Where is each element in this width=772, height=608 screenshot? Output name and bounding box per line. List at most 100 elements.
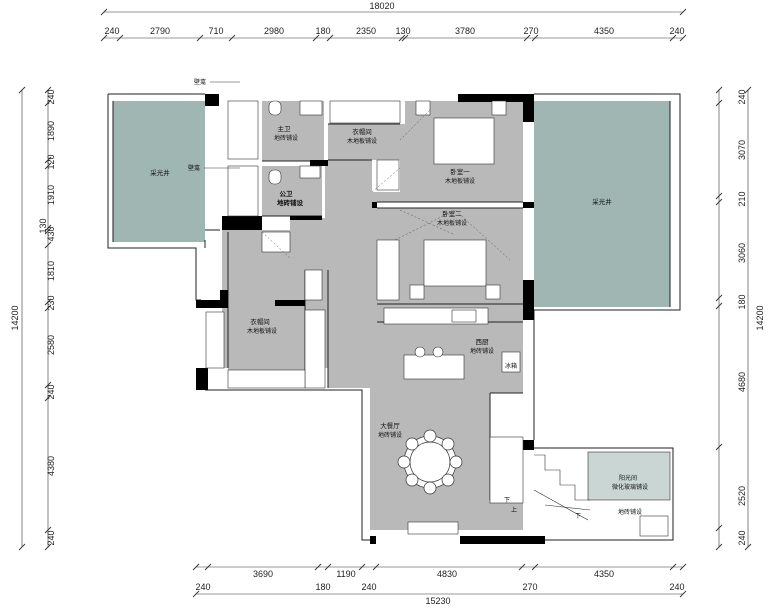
label-light-well-left: 采光井: [150, 168, 170, 177]
door-swings: [261, 109, 511, 261]
column: [523, 440, 534, 450]
dimension-tick: [715, 86, 723, 94]
dim-left-seg: 4380: [46, 456, 56, 476]
dimension-tick: [669, 34, 677, 42]
column: [523, 202, 534, 208]
dimension-tick: [398, 34, 406, 42]
dim-bottom-seg: 240: [361, 582, 376, 592]
label-living-dining-floor: 地砖铺设: [378, 431, 402, 439]
label-master-bath-floor: 地砖铺设: [274, 134, 298, 142]
label-bedroom-two: 卧室二: [442, 209, 462, 218]
dimension-tick: [715, 443, 723, 451]
dimension-tick: [715, 294, 723, 302]
dimension-tick: [44, 543, 52, 551]
wardrobe: [304, 269, 323, 301]
dimension-tick: [312, 34, 320, 42]
dimension-tick: [18, 86, 26, 94]
fixtures: [205, 100, 671, 537]
dim-right-seg: 2520: [737, 486, 747, 506]
dimension-tick: [715, 524, 723, 532]
dim-bottom-seg: 4350: [594, 569, 614, 579]
fridge: [501, 351, 521, 373]
dimension-tick: [679, 8, 687, 16]
nightstand: [409, 284, 425, 300]
dim-bottom-seg: 240: [669, 582, 684, 592]
label-light-well-right: 采光井: [592, 197, 612, 206]
dimension-tick: [192, 590, 200, 598]
column: [220, 290, 228, 308]
dim-right-seg: 240: [737, 530, 747, 545]
dim-top-seg: 130: [395, 26, 410, 36]
column: [196, 368, 208, 390]
dimension-tick: [44, 298, 52, 306]
dim-right-seg: 240: [737, 89, 747, 104]
dim-top-seg: 2980: [264, 26, 284, 36]
dim-left-seg: 120: [46, 154, 56, 169]
dimension-tick: [100, 34, 108, 42]
dim-top-seg: 2790: [150, 26, 170, 36]
dim-bottom-seg: 180: [315, 582, 330, 592]
nightstand: [491, 100, 507, 116]
dim-bottom-segments: 240 3690 180 1190 240 4830 270 4350 240: [195, 569, 684, 592]
dimension-tick: [44, 227, 52, 235]
column: [458, 94, 534, 102]
label-bedroom-one: 卧室一: [450, 167, 470, 176]
dimension-tick: [44, 381, 52, 389]
dimension-tick: [531, 563, 539, 571]
kitchen-island: [403, 354, 465, 380]
dim-bottom-seg: 1190: [336, 569, 355, 579]
column: [196, 300, 228, 308]
label-wall-niche-top: 壁龛: [194, 78, 206, 86]
dim-left-seg: 1910: [46, 185, 56, 205]
dimension-tick: [44, 224, 52, 232]
stair: [489, 436, 524, 504]
cloakroom-top-floor: [328, 124, 400, 160]
dimension-tick: [679, 590, 687, 598]
dimension-tick: [44, 526, 52, 534]
label-sunroom: 阳光间: [619, 474, 637, 482]
wardrobe: [227, 369, 306, 389]
vanity: [639, 515, 669, 537]
sunroom-glass: [587, 451, 671, 501]
dimension-tick: [44, 86, 52, 94]
dimension-tick: [715, 99, 723, 107]
wardrobe: [304, 309, 326, 389]
dimension-tick: [518, 563, 526, 571]
dimension-tick: [44, 162, 52, 170]
dim-right-seg: 180: [737, 294, 747, 309]
dimension-tick: [523, 34, 531, 42]
dimension-tick: [358, 563, 366, 571]
tv-cabinet: [407, 521, 459, 535]
dimension-tick: [326, 34, 334, 42]
dim-left-seg: 1890: [46, 121, 56, 141]
nightstand: [415, 100, 431, 116]
dimension-tick: [715, 192, 723, 200]
bed-one: [433, 117, 495, 165]
dimension-tick: [18, 543, 26, 551]
nightstand: [485, 284, 501, 300]
column: [370, 536, 376, 544]
dim-bottom-seg: 270: [522, 582, 537, 592]
column: [310, 160, 328, 166]
sink: [299, 165, 321, 179]
dimension-ticks: [18, 8, 752, 598]
dimension-tick: [669, 563, 677, 571]
dimension-tick: [715, 198, 723, 206]
dim-left-segments: 240 1890 120 1910 130 430 1810 230 2580 …: [38, 89, 56, 545]
dim-right-seg: 210: [737, 191, 747, 206]
heavy-walls: [196, 94, 545, 544]
stair-lines: [533, 454, 591, 521]
dimension-tick: [324, 563, 332, 571]
label-cloakroom-top-floor: 木地板铺设: [347, 137, 377, 145]
column: [460, 536, 534, 544]
dim-left-seg: 130: [38, 218, 48, 233]
dimension-tick: [44, 99, 52, 107]
dim-bottom-seg: 240: [195, 582, 210, 592]
dimension-tick: [44, 304, 52, 312]
dim-left-seg: 2580: [46, 335, 56, 355]
dimension-tick: [44, 156, 52, 164]
toilet: [268, 169, 282, 185]
dining-table: [397, 429, 463, 495]
label-bedroom-two-floor: 木地板铺设: [437, 219, 467, 227]
column: [523, 280, 534, 320]
